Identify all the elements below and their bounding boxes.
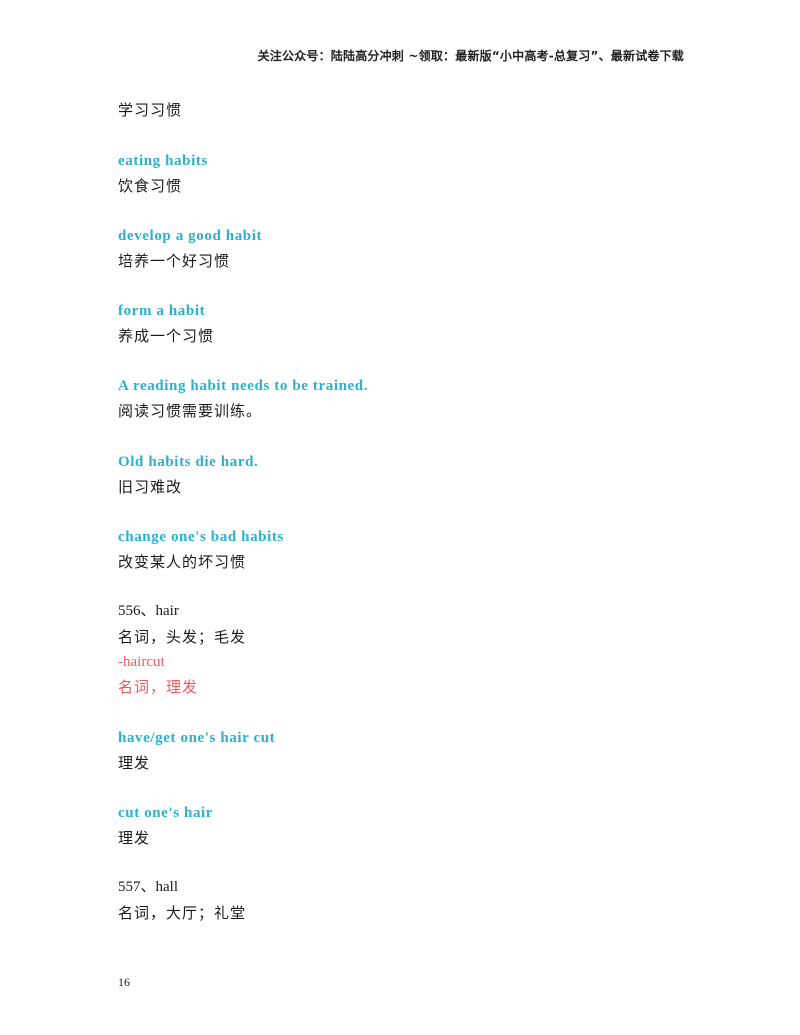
phrase-chinese: 旧习难改 [118,478,183,496]
page-number: 16 [118,975,130,989]
phrase-english: have/get one's hair cut [118,730,276,746]
phrase-chinese: 阅读习惯需要训练。 [118,402,263,420]
phrase-chinese: 养成一个习惯 [118,327,215,345]
phrase-english: eating habits [118,153,208,169]
word-entry-heading: 557、hall [118,879,178,895]
phrase-english: develop a good habit [118,228,263,244]
definition-text: 学习习惯 [118,101,183,119]
phrase-english: A reading habit needs to be trained. [118,378,369,394]
phrase-chinese: 改变某人的坏习惯 [118,553,247,571]
phrase-english: form a habit [118,303,206,319]
phrase-english: Old habits die hard. [118,454,259,470]
phrase-english: change one's bad habits [118,529,284,545]
phrase-chinese: 饮食习惯 [118,177,183,195]
phrase-english: cut one's hair [118,805,214,821]
phrase-chinese: 理发 [118,829,151,847]
derivative-word: -haircut [118,654,165,670]
word-definition: 名词，头发；毛发 [118,628,247,646]
derivative-definition: 名词，理发 [118,678,199,696]
word-entry-heading: 556、hair [118,603,179,619]
phrase-chinese: 理发 [118,754,151,772]
phrase-chinese: 培养一个好习惯 [118,252,231,270]
word-definition: 名词，大厅；礼堂 [118,904,247,922]
page-header: 关注公众号：陆陆高分冲刺 ~领取：最新版“小中高考-总复习”、最新试卷下载 [257,49,684,63]
